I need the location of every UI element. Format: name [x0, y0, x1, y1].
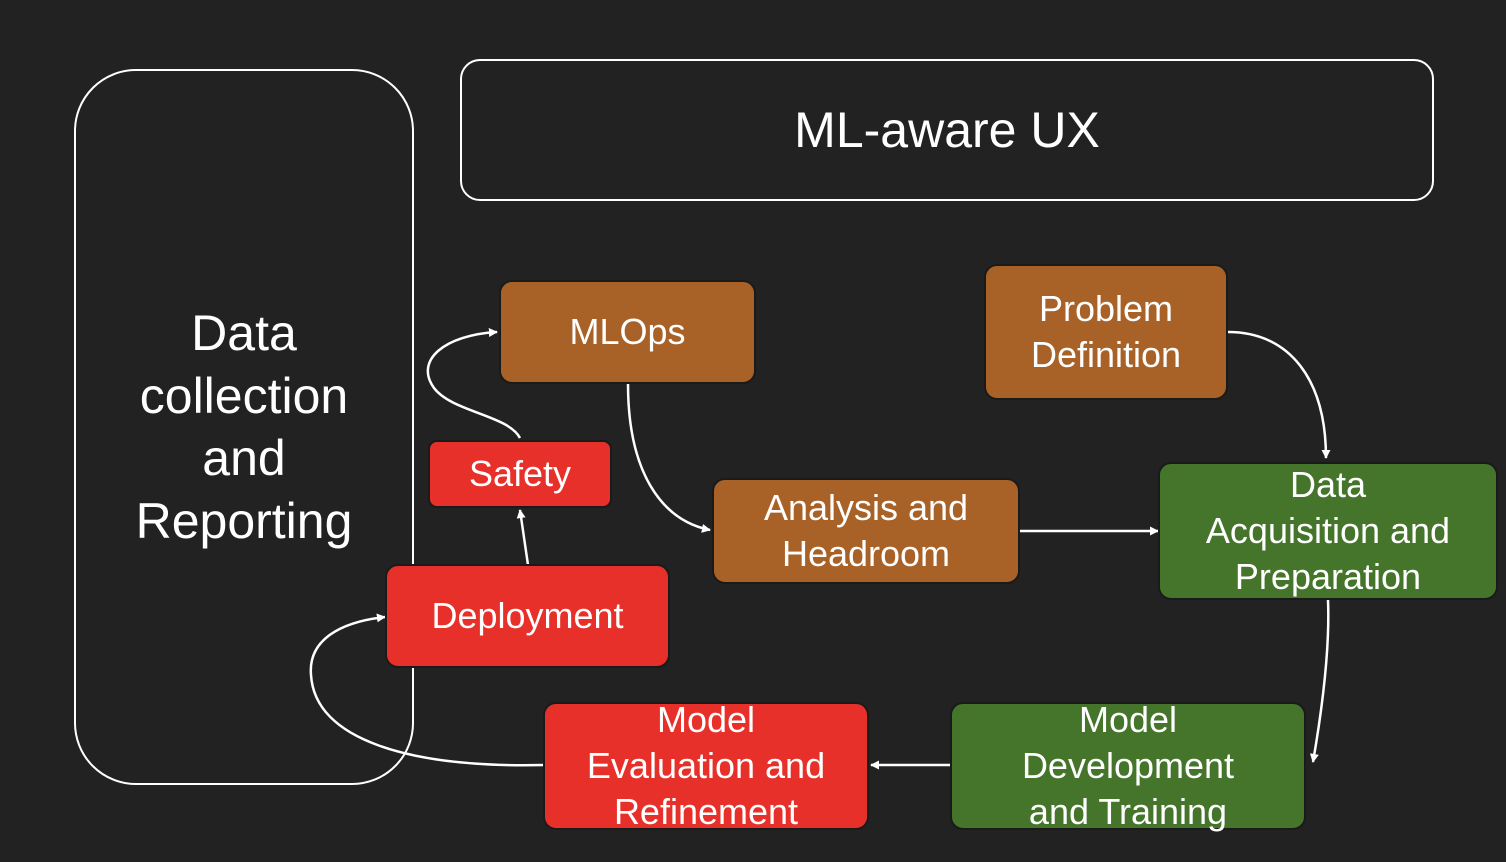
node-data-acquisition: Data Acquisition and Preparation	[1158, 462, 1498, 600]
edge-deployment-to-safety	[516, 509, 530, 566]
data-collection-label: Data collection and Reporting	[135, 305, 353, 549]
data-acquisition-label: Data Acquisition and Preparation	[1205, 464, 1451, 597]
edge-data-acquisition-to-model-development	[1309, 599, 1330, 763]
node-model-development: Model Development and Training	[950, 699, 1306, 832]
safety-label: Safety	[468, 453, 572, 495]
problem-definition-label: Problem Definition	[1030, 288, 1182, 375]
model-development-label: Model Development and Training	[1021, 699, 1235, 832]
analysis-headroom-label: Analysis and Headroom	[763, 487, 969, 574]
ml-aware-ux-region: ML-aware UX	[460, 59, 1434, 201]
node-mlops: MLOps	[499, 280, 756, 384]
ml-aware-ux-label: ML-aware UX	[794, 102, 1100, 158]
node-analysis-headroom: Analysis and Headroom	[712, 478, 1020, 584]
node-safety: Safety	[428, 440, 612, 508]
edge-mlops-to-analysis	[626, 383, 711, 533]
mlops-label: MLOps	[569, 311, 686, 353]
data-collection-region: Data collection and Reporting	[74, 69, 414, 785]
model-evaluation-label: Model Evaluation and Refinement	[586, 699, 826, 832]
node-model-evaluation: Model Evaluation and Refinement	[543, 699, 869, 832]
node-problem-definition: Problem Definition	[984, 264, 1228, 400]
edge-problem-to-data-acquisition	[1227, 330, 1331, 459]
node-deployment: Deployment	[385, 564, 670, 668]
deployment-label: Deployment	[431, 595, 624, 637]
